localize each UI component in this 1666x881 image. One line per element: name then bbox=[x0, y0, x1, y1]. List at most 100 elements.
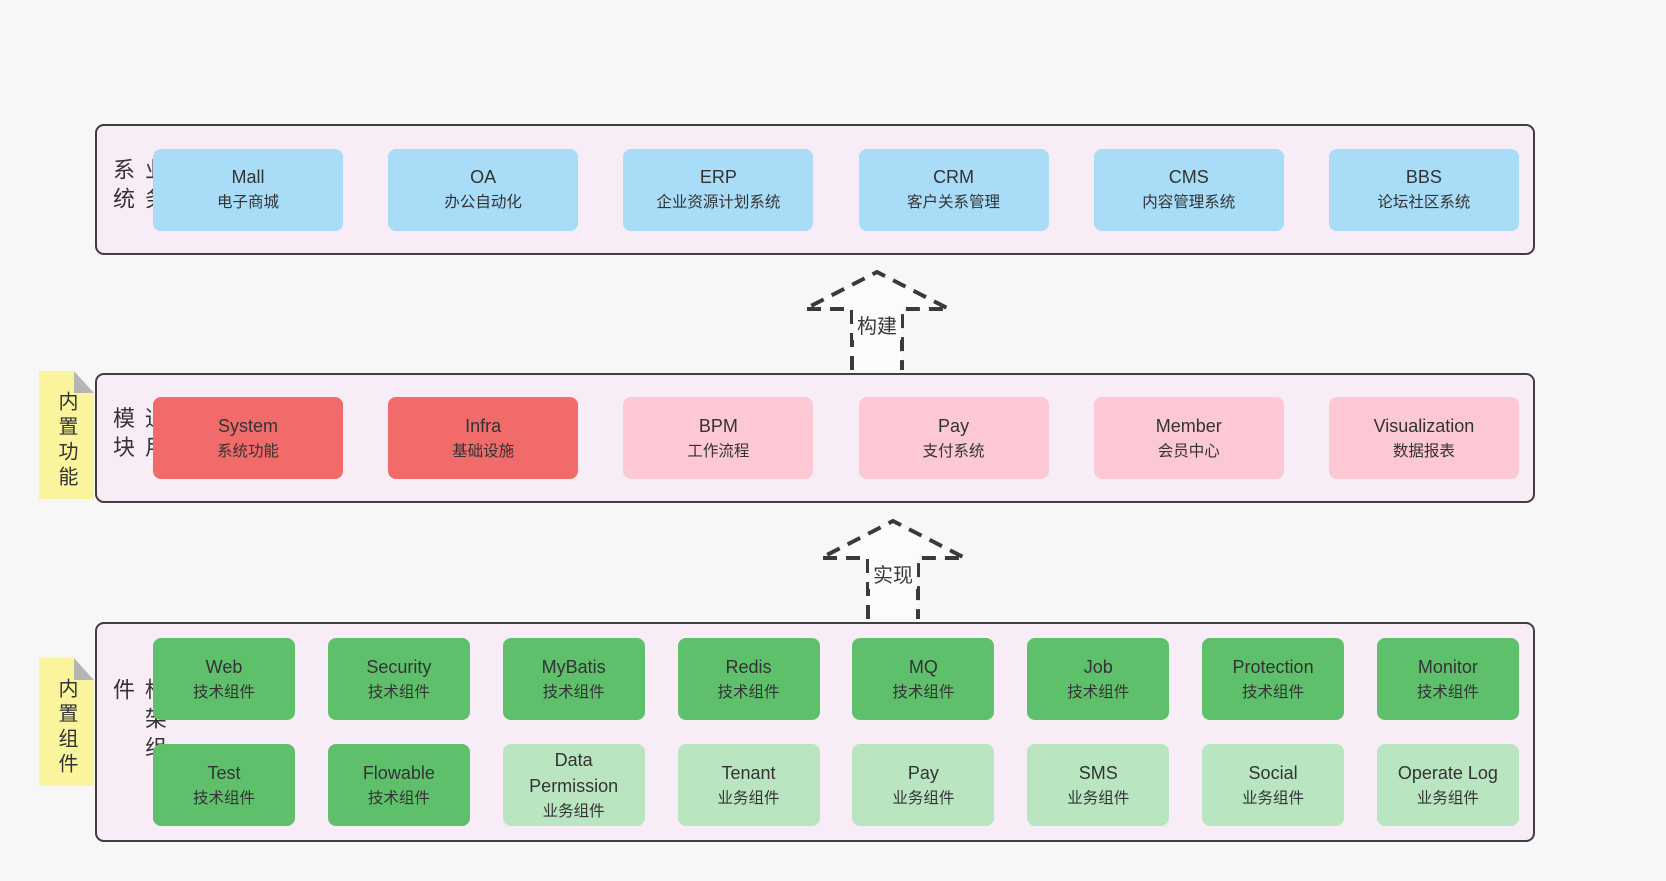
module-box: Social 业务组件 bbox=[1202, 744, 1345, 826]
sticky-tab-built-in-components: 内置组件 bbox=[39, 658, 94, 786]
module-box: Security 技术组件 bbox=[327, 638, 470, 720]
module-box: System 系统功能 bbox=[153, 397, 343, 479]
module-desc: 技术组件 bbox=[192, 789, 255, 807]
module-name: Data Permission bbox=[529, 749, 619, 796]
module-box: Visualization 数据报表 bbox=[1328, 397, 1519, 479]
module-box: ERP 企业资源计划系统 bbox=[623, 148, 814, 231]
module-desc: 技术组件 bbox=[1416, 683, 1479, 701]
module-box: MyBatis 技术组件 bbox=[502, 638, 645, 720]
module-name: Protection bbox=[1232, 656, 1314, 677]
module-box: Web 技术组件 bbox=[153, 638, 295, 720]
sticky-tab-label: 内置组件 bbox=[55, 678, 77, 778]
module-name: CMS bbox=[1168, 167, 1209, 187]
module-name: Social bbox=[1248, 762, 1298, 783]
module-box: Test 技术组件 bbox=[153, 744, 295, 826]
module-desc: 技术组件 bbox=[1242, 683, 1305, 701]
module-box: Redis 技术组件 bbox=[677, 638, 820, 720]
module-box: Protection 技术组件 bbox=[1202, 638, 1345, 720]
module-name: System bbox=[217, 415, 278, 436]
module-name: Pay bbox=[938, 415, 970, 436]
module-box: Flowable 技术组件 bbox=[327, 744, 470, 826]
module-name: MQ bbox=[908, 656, 938, 677]
module-box: Infra 基础设施 bbox=[388, 397, 579, 479]
dashed-up-arrow-build: 构建 bbox=[802, 269, 952, 370]
module-desc: 系统功能 bbox=[216, 442, 279, 460]
module-box: Job 技术组件 bbox=[1027, 638, 1170, 720]
module-desc: 技术组件 bbox=[192, 683, 255, 701]
module-desc: 业务组件 bbox=[1067, 789, 1130, 807]
module-desc: 业务组件 bbox=[892, 789, 955, 807]
module-name: Infra bbox=[465, 415, 502, 436]
module-name: Monitor bbox=[1417, 656, 1478, 677]
module-name: Security bbox=[366, 656, 432, 677]
module-box: MQ 技术组件 bbox=[852, 638, 995, 720]
module-box: BPM 工作流程 bbox=[623, 397, 814, 479]
module-name: CRM bbox=[933, 167, 975, 187]
module-box: Pay 业务组件 bbox=[852, 744, 995, 826]
module-desc: 技术组件 bbox=[367, 683, 430, 701]
module-name: Tenant bbox=[721, 762, 776, 783]
module-name: SMS bbox=[1078, 762, 1118, 783]
module-box: OA 办公自动化 bbox=[388, 148, 579, 231]
module-box: Data Permission 业务组件 bbox=[502, 744, 645, 826]
dashed-up-arrow-implement: 实现 bbox=[818, 518, 968, 619]
module-box: SMS 业务组件 bbox=[1027, 744, 1170, 826]
module-name: Operate Log bbox=[1397, 762, 1498, 783]
module-desc: 数据报表 bbox=[1392, 442, 1455, 460]
module-name: Web bbox=[205, 656, 243, 677]
module-desc: 工作流程 bbox=[687, 442, 750, 460]
module-desc: 企业资源计划系统 bbox=[656, 194, 781, 211]
module-name: ERP bbox=[699, 167, 737, 187]
module-desc: 技术组件 bbox=[892, 683, 955, 701]
module-box: BBS 论坛社区系统 bbox=[1328, 148, 1519, 231]
module-desc: 会员中心 bbox=[1157, 442, 1220, 460]
module-desc: 技术组件 bbox=[367, 789, 430, 807]
module-box: Member 会员中心 bbox=[1093, 397, 1284, 479]
module-name: Pay bbox=[907, 762, 939, 783]
module-desc: 业务组件 bbox=[1242, 789, 1305, 807]
module-box: Monitor 技术组件 bbox=[1376, 638, 1519, 720]
module-desc: 业务组件 bbox=[717, 789, 780, 807]
module-desc: 业务组件 bbox=[542, 802, 605, 820]
module-name: Flowable bbox=[362, 762, 435, 783]
section-business-systems: 业务系统 Mall电子商城OA办公自动化ERP企业资源计划系统CRM客户关系管理… bbox=[95, 124, 1535, 255]
module-desc: 论坛社区系统 bbox=[1377, 194, 1471, 211]
module-desc: 客户关系管理 bbox=[907, 194, 1001, 211]
module-name: Job bbox=[1083, 656, 1113, 677]
module-name: BBS bbox=[1405, 167, 1442, 187]
module-name: MyBatis bbox=[541, 656, 606, 677]
module-box: CRM 客户关系管理 bbox=[858, 148, 1049, 231]
module-desc: 技术组件 bbox=[1067, 683, 1130, 701]
module-box: Mall 电子商城 bbox=[153, 148, 343, 231]
module-name: Test bbox=[207, 762, 241, 783]
module-desc: 办公自动化 bbox=[444, 194, 522, 211]
module-desc: 业务组件 bbox=[1416, 789, 1479, 807]
module-name: Mall bbox=[231, 167, 265, 187]
module-name: OA bbox=[470, 167, 497, 187]
module-name: Redis bbox=[725, 656, 772, 677]
arrow-label: 构建 bbox=[853, 309, 901, 340]
module-desc: 技术组件 bbox=[542, 683, 605, 701]
module-box: Operate Log 业务组件 bbox=[1376, 744, 1519, 826]
module-name: Visualization bbox=[1373, 415, 1475, 436]
module-box: Tenant 业务组件 bbox=[677, 744, 820, 826]
module-name: Member bbox=[1155, 415, 1222, 436]
module-name: BPM bbox=[698, 415, 738, 436]
section-common-modules: 内置功能 通用模块 System系统功能Infra基础设施BPM工作流程Pay支… bbox=[95, 373, 1535, 503]
arrow-label: 实现 bbox=[869, 558, 917, 589]
sticky-tab-label: 内置功能 bbox=[55, 391, 77, 491]
module-desc: 技术组件 bbox=[717, 683, 780, 701]
module-desc: 基础设施 bbox=[452, 442, 515, 460]
folded-corner bbox=[74, 658, 94, 680]
module-desc: 电子商城 bbox=[216, 194, 279, 211]
